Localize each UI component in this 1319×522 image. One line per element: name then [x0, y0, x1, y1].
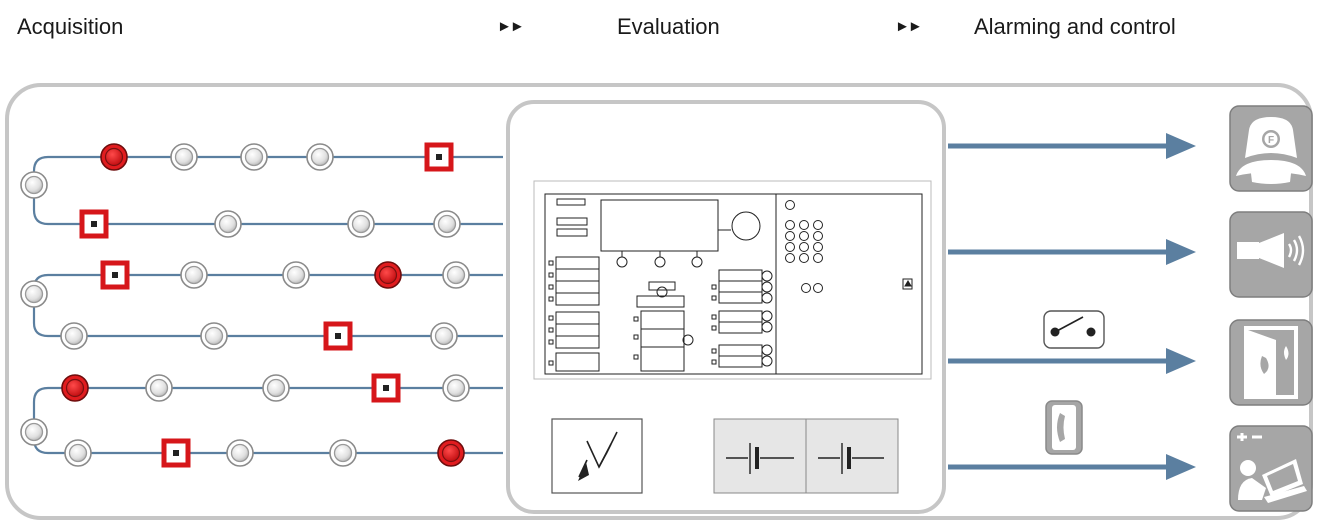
manual-call-point-alarm [82, 212, 106, 236]
detector-loops [32, 155, 503, 455]
smoke-detector [442, 261, 470, 289]
smoke-detector [329, 439, 357, 467]
system-boundary-frame [5, 83, 1313, 520]
smoke-detector [262, 374, 290, 402]
smoke-detector-alarm [61, 374, 89, 402]
siren-horn-icon [1229, 211, 1313, 298]
manual-call-point-alarm [374, 376, 398, 400]
smoke-detector-alarm [100, 143, 128, 171]
relay-switch-icon [1043, 310, 1105, 349]
fire-door-icon [1229, 319, 1313, 406]
smoke-detector [430, 322, 458, 350]
smoke-detector [20, 171, 48, 199]
smoke-detector [282, 261, 310, 289]
smoke-detector [226, 439, 254, 467]
smoke-detector [145, 374, 173, 402]
stage-alarming-control: Alarming and control [974, 14, 1176, 39]
smoke-detector [240, 143, 268, 171]
mains-power-icon [551, 418, 643, 494]
stage-acquisition: Acquisition [17, 14, 124, 39]
fire-control-panel [533, 180, 932, 380]
stage-evaluation: Evaluation [617, 14, 720, 39]
smoke-detector [20, 280, 48, 308]
arrow-to-fire-door [1166, 348, 1196, 374]
smoke-detector [20, 418, 48, 446]
smoke-detector-alarm [437, 439, 465, 467]
manual-call-point-alarm [427, 145, 451, 169]
smoke-detector [306, 143, 334, 171]
arrow-to-siren [1166, 239, 1196, 265]
arrow-to-fire-brigade [1166, 133, 1196, 159]
evaluation-panel-box [506, 100, 946, 514]
manual-call-point-alarm [164, 441, 188, 465]
smoke-detector [433, 210, 461, 238]
manual-call-point-alarm [103, 263, 127, 287]
battery-icon [805, 418, 899, 494]
smoke-detector [60, 322, 88, 350]
manual-call-point-alarm [326, 324, 350, 348]
smoke-detector [200, 322, 228, 350]
battery-icon [713, 418, 807, 494]
smoke-detector-alarm [374, 261, 402, 289]
fire-brigade-helmet-icon: F [1229, 105, 1313, 192]
smoke-detector [64, 439, 92, 467]
flow-arrow-1: ►► [497, 18, 525, 35]
smoke-detector [442, 374, 470, 402]
smoke-detector [170, 143, 198, 171]
telephone-icon [1045, 400, 1083, 455]
maintenance-laptop-icon [1229, 425, 1313, 512]
flow-arrow-2: ►► [895, 18, 923, 35]
output-arrows [948, 133, 1196, 480]
smoke-detector [214, 210, 242, 238]
smoke-detector [347, 210, 375, 238]
svg-text:F: F [1268, 135, 1274, 146]
smoke-detector [180, 261, 208, 289]
arrow-to-maintenance [1166, 454, 1196, 480]
